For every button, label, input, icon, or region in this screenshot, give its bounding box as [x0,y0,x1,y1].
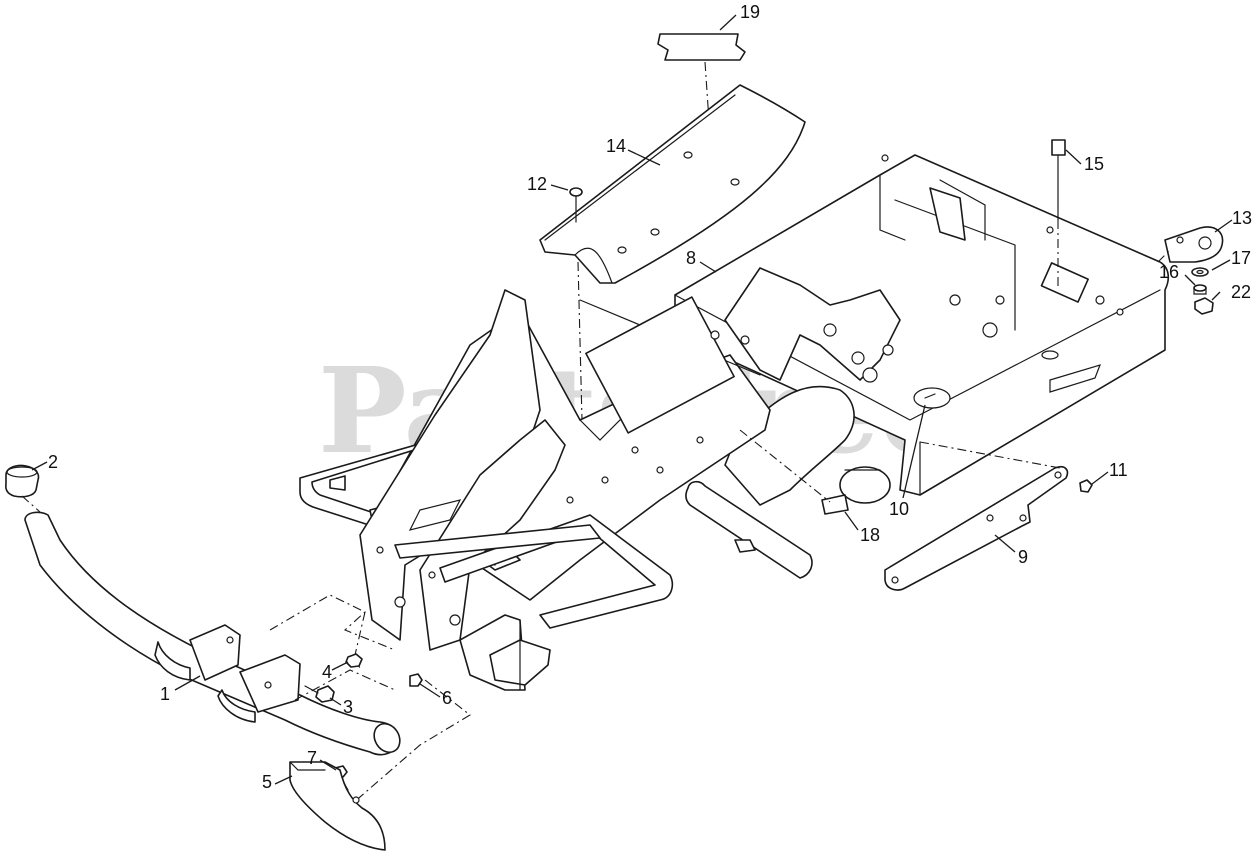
callout-7[interactable]: 7 [307,748,317,768]
part-8-main-frame[interactable] [674,154,1170,496]
callout-3[interactable]: 3 [343,697,353,717]
callout-2[interactable]: 2 [48,452,58,472]
callout-13[interactable]: 13 [1232,208,1252,228]
part-6-bolt[interactable] [409,673,423,687]
part-16-spacer[interactable] [1193,284,1207,295]
callout-8[interactable]: 8 [686,248,696,268]
callout-6[interactable]: 6 [442,688,452,708]
part-18-block[interactable] [739,429,849,515]
part-4-nut[interactable] [345,653,363,668]
callout-1[interactable]: 1 [160,684,170,704]
part-17-washer[interactable] [1191,267,1209,277]
part-2-grip[interactable] [5,464,41,513]
callout-5[interactable]: 5 [262,772,272,792]
part-15-bolt[interactable] [1051,139,1066,290]
callout-11[interactable]: 11 [1109,460,1128,480]
part-9-bracket[interactable] [884,441,1069,591]
callout-17[interactable]: 17 [1231,248,1251,268]
leader-lines [31,14,1233,785]
callout-10[interactable]: 10 [889,499,909,519]
part-13-bracket-plate[interactable] [1157,226,1224,263]
callout-12[interactable]: 12 [527,174,547,194]
part-22-nut[interactable] [1194,297,1214,315]
callout-19[interactable]: 19 [740,2,760,22]
callout-4[interactable]: 4 [322,662,332,682]
callout-22[interactable]: 22 [1231,282,1251,302]
cross-tube[interactable] [685,480,813,579]
callout-9[interactable]: 9 [1018,547,1028,567]
part-5-shield[interactable] [289,761,386,851]
lower-brackets[interactable] [459,614,551,691]
callout-18[interactable]: 18 [860,525,880,545]
callout-14[interactable]: 14 [606,136,626,156]
callout-labels: 19 14 12 8 15 13 17 16 22 2 11 10 18 9 1… [48,2,1252,792]
part-1-handle-tube[interactable] [24,511,405,757]
part-12-screw[interactable] [569,187,583,421]
callout-15[interactable]: 15 [1084,154,1104,174]
front-bumper-tube[interactable] [394,514,674,629]
center-tunnel[interactable] [724,267,951,506]
part-11-nut[interactable] [1079,479,1093,493]
callout-16[interactable]: 16 [1159,262,1179,282]
part-14-cover[interactable] [539,84,806,284]
